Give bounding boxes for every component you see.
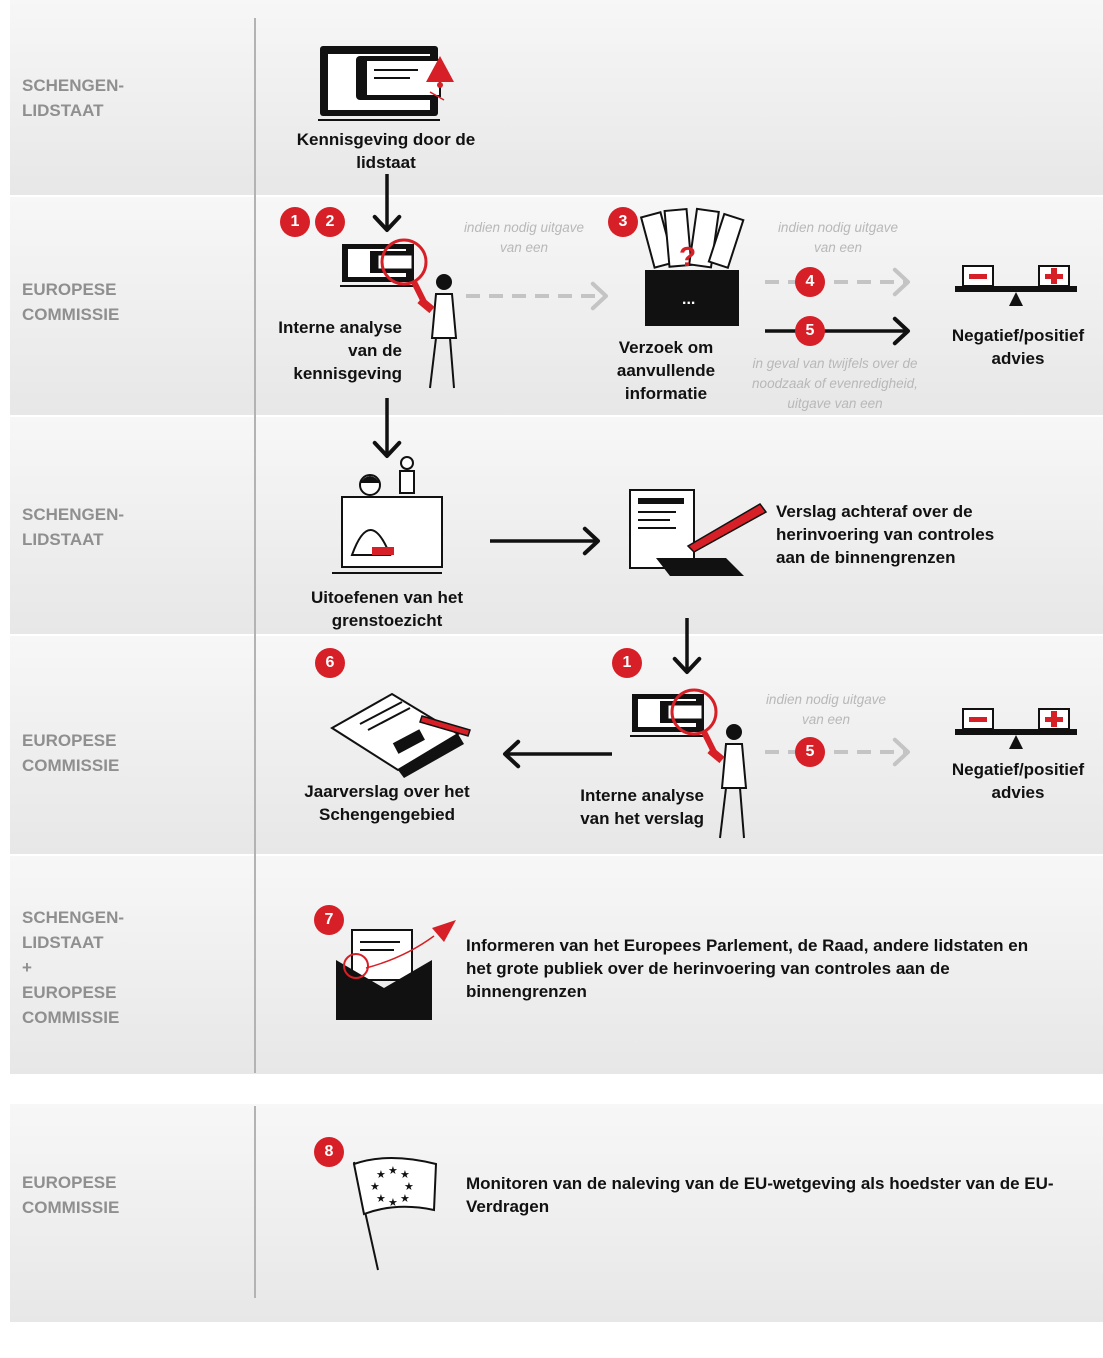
svg-text:★: ★: [370, 1180, 380, 1193]
lane-3: [10, 417, 1103, 634]
person-magnifier-laptop-icon: [340, 238, 458, 389]
lane-1: [10, 0, 1103, 195]
box-question-papers-icon: ? ...: [639, 207, 745, 326]
step-badge-1b: 1: [612, 648, 642, 678]
step-badge-8: 8: [314, 1137, 344, 1167]
svg-text:★: ★: [376, 1192, 386, 1205]
lane-divider-bottom: [254, 1106, 256, 1298]
svg-text:★: ★: [388, 1164, 398, 1177]
eu-flag-icon: ★★★ ★★★ ★★: [352, 1157, 438, 1271]
step-badge-2: 2: [315, 207, 345, 237]
step-badge-4: 4: [795, 267, 825, 297]
svg-text:★: ★: [404, 1180, 414, 1193]
caption-monitoren: Monitoren van de naleving van de EU-wetg…: [466, 1174, 1054, 1216]
laptop-bell-icon: [318, 46, 454, 121]
report-pen-icon: [330, 692, 471, 778]
svg-text:★: ★: [388, 1196, 398, 1209]
balance-scale-icon-2: [955, 708, 1077, 749]
lane-2: [10, 197, 1103, 415]
svg-text:★: ★: [400, 1168, 410, 1181]
lane-5: [10, 856, 1103, 1074]
lane-6: [10, 1104, 1103, 1322]
role-label-1: SCHENGEN-LIDSTAAT: [22, 76, 125, 120]
svg-text:?: ?: [679, 241, 696, 272]
lane-divider-top: [254, 18, 256, 1073]
step-badge-5b: 5: [795, 737, 825, 767]
step-badge-7: 7: [314, 905, 344, 935]
step-badge-1: 1: [280, 207, 310, 237]
svg-text:...: ...: [682, 291, 695, 308]
person-magnifier-laptop-icon-2: [630, 688, 748, 839]
step-badge-6: 6: [315, 648, 345, 678]
svg-text:★: ★: [376, 1168, 386, 1181]
lane-4: [10, 636, 1103, 854]
svg-text:★: ★: [400, 1192, 410, 1205]
step-badge-3: 3: [608, 207, 638, 237]
caption-informeren: Informeren van het Europees Parlement, d…: [466, 936, 1029, 1001]
role-label-3: SCHENGEN-LIDSTAAT: [22, 505, 125, 549]
step-badge-5: 5: [795, 316, 825, 346]
envelope-plane-icon: [336, 920, 456, 1020]
balance-scale-icon: [955, 265, 1077, 306]
border-guard-icon: [332, 456, 443, 574]
document-pen-icon: [629, 489, 768, 576]
